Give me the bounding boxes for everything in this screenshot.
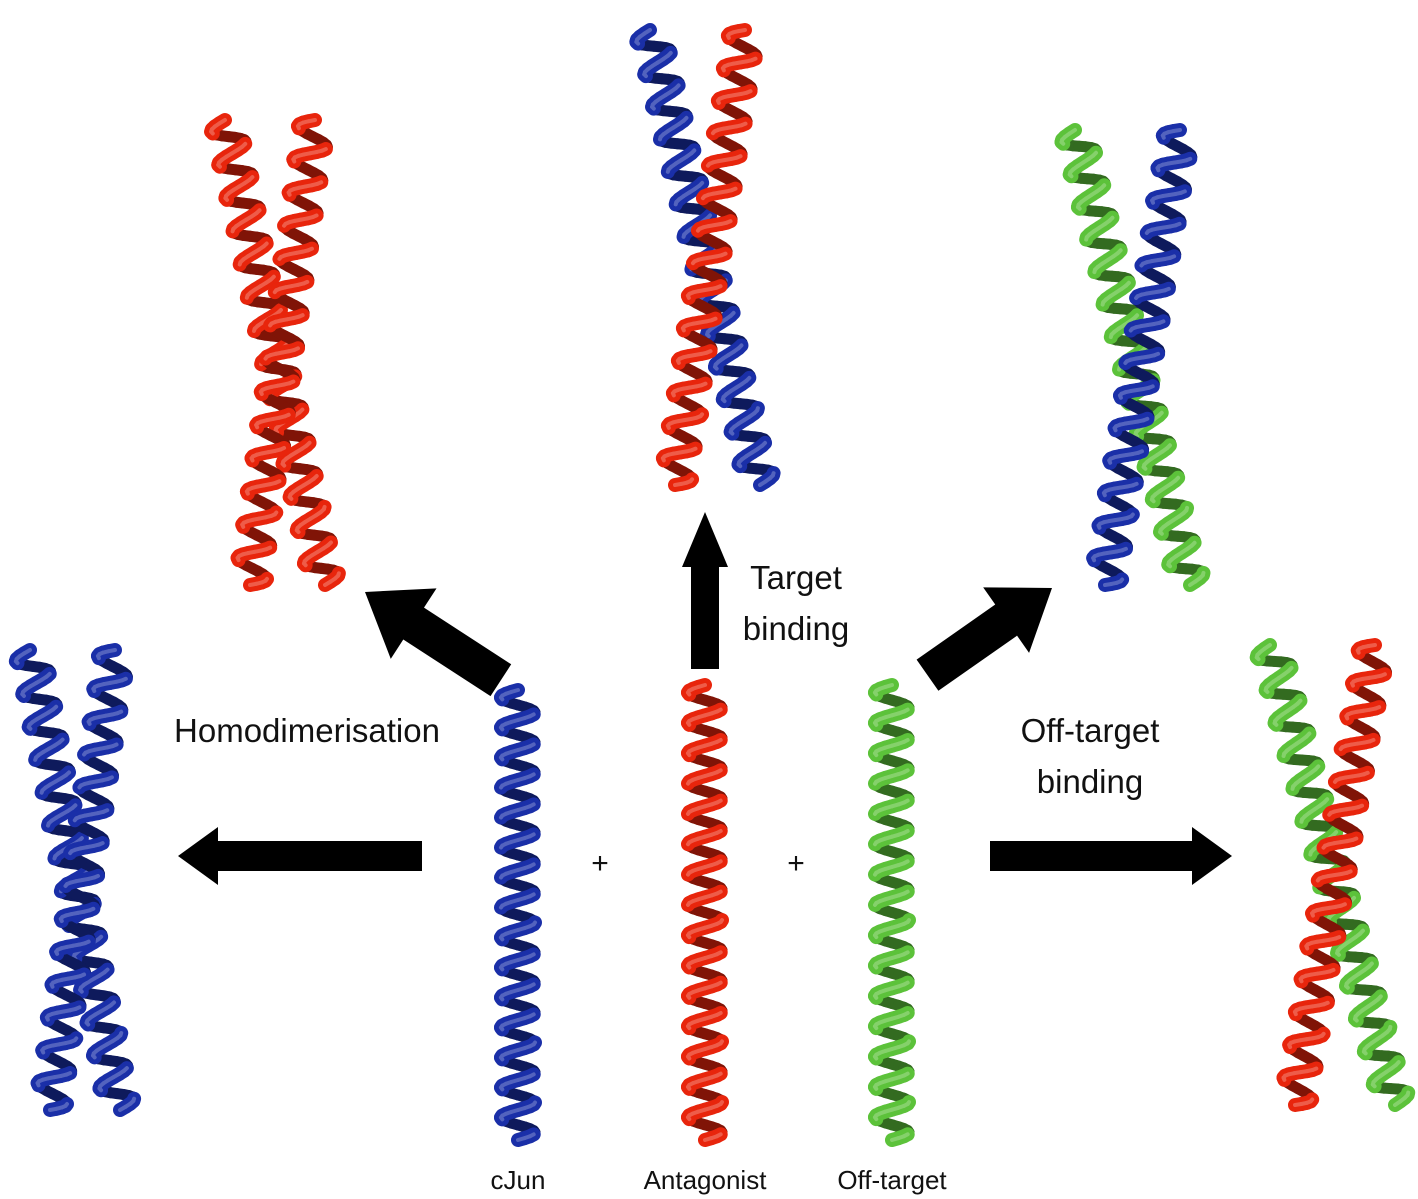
plus-sign-left: + bbox=[591, 847, 609, 880]
offtarget-helix bbox=[868, 678, 916, 1147]
cjun-label: cJun bbox=[491, 1165, 546, 1195]
arrow-to-offtarget-cjun-dimer bbox=[916, 587, 1052, 691]
antagonist-helix bbox=[681, 678, 729, 1147]
cjun-homodimer-helix-b bbox=[30, 643, 133, 1117]
antagonist-helix-ribbon bbox=[681, 678, 729, 1147]
antagonist-homodimer bbox=[204, 113, 346, 592]
antagonist-homodimer-helix-b bbox=[230, 113, 333, 592]
arrow-to-antagonist-homodimer bbox=[365, 588, 512, 697]
antagonist-homodimer-helix-a bbox=[204, 113, 346, 592]
offtarget-cjun-dimer bbox=[1054, 123, 1211, 592]
cjun-antagonist-dimer bbox=[629, 23, 781, 492]
plus-sign-right: + bbox=[787, 847, 805, 880]
arrow-to-cjun-homodimer bbox=[178, 827, 422, 885]
target-binding-label-line2: binding bbox=[743, 610, 849, 647]
cjun-helix-ribbon bbox=[494, 683, 542, 1147]
offtarget-binding-label-line2: binding bbox=[1037, 763, 1143, 800]
offtarget-helix-ribbon bbox=[868, 678, 916, 1147]
offtarget-antagonist-dimer bbox=[1249, 638, 1416, 1112]
arrow-layer bbox=[178, 512, 1232, 885]
cjun-helix bbox=[494, 683, 542, 1147]
cjun-homodimer bbox=[8, 643, 142, 1117]
helix-layer bbox=[8, 23, 1416, 1147]
label-layer: Homodimerisation Target binding Off-targ… bbox=[174, 559, 1159, 1195]
cjun-antagonist-dimer-helix-b bbox=[655, 23, 763, 492]
offtarget-binding-label-line1: Off-target bbox=[1021, 712, 1160, 749]
offtarget-label: Off-target bbox=[837, 1165, 947, 1195]
antagonist-label: Antagonist bbox=[644, 1165, 768, 1195]
arrow-to-cjun-antagonist-dimer bbox=[682, 512, 728, 669]
offtarget-antagonist-dimer-helix-b bbox=[1276, 638, 1392, 1112]
target-binding-label-line1: Target bbox=[750, 559, 842, 596]
homodimerisation-label: Homodimerisation bbox=[174, 712, 440, 749]
offtarget-cjun-dimer-helix-b bbox=[1086, 123, 1198, 592]
arrow-to-offtarget-antagonist-dimer bbox=[990, 827, 1232, 885]
